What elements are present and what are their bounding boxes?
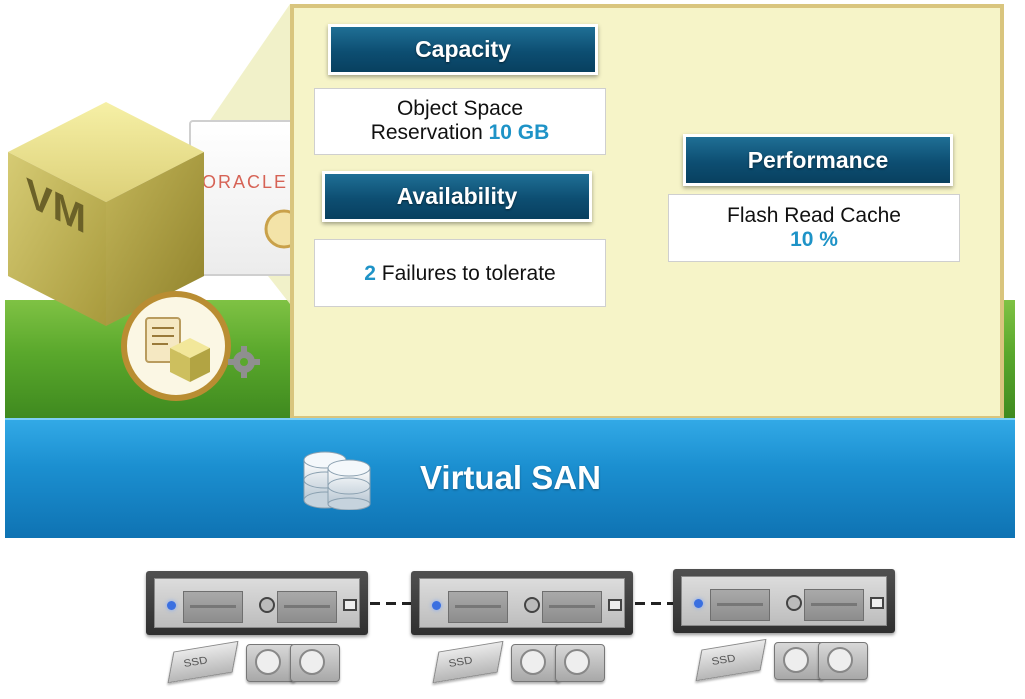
server-front-panel xyxy=(419,578,625,628)
availability-header: Availability xyxy=(322,171,592,222)
availability-value: 2 xyxy=(364,262,376,285)
availability-suffix: Failures to tolerate xyxy=(375,262,556,285)
ssd-label: SSD xyxy=(182,654,209,670)
knob-icon xyxy=(786,595,802,611)
vm-cube-icon: VM xyxy=(8,102,204,326)
drive-bay xyxy=(277,591,337,623)
availability-card: 2 Failures to tolerate xyxy=(314,239,606,307)
ssd-label: SSD xyxy=(447,654,474,670)
hdd-icon xyxy=(511,644,561,682)
capacity-line2: Reservation 10 GB xyxy=(315,121,605,145)
performance-value: 10 % xyxy=(790,228,838,251)
capacity-line2-prefix: Reservation xyxy=(370,121,489,144)
hdd-icon xyxy=(555,644,605,682)
power-led-icon xyxy=(694,599,703,608)
virtual-san-label: Virtual SAN xyxy=(420,459,601,496)
drive-bay xyxy=(542,591,602,623)
performance-line1: Flash Read Cache xyxy=(727,204,901,227)
power-led-icon xyxy=(167,601,176,610)
hdd-icon xyxy=(246,644,296,682)
drive-bay xyxy=(183,591,243,623)
port-icon xyxy=(870,597,884,609)
ssd-icon: SSD xyxy=(167,640,239,684)
hdd-icon xyxy=(774,642,824,680)
ssd-icon: SSD xyxy=(695,638,767,682)
port-icon xyxy=(608,599,622,611)
server-1 xyxy=(146,571,368,635)
oracle-app-card xyxy=(189,120,303,276)
hdd-icon xyxy=(290,644,340,682)
server-front-panel xyxy=(154,578,360,628)
server-3 xyxy=(673,569,895,633)
knob-icon xyxy=(259,597,275,613)
ssd-label: SSD xyxy=(710,652,737,668)
drive-bay xyxy=(448,591,508,623)
port-icon xyxy=(343,599,357,611)
virtual-san-bar xyxy=(5,418,1015,538)
capacity-line1: Object Space xyxy=(396,97,524,120)
server-link xyxy=(370,602,412,605)
server-front-panel xyxy=(681,576,887,626)
capacity-value: 10 GB xyxy=(488,121,550,144)
hdd-icon xyxy=(818,642,868,680)
capacity-header: Capacity xyxy=(328,24,598,75)
ssd-icon: SSD xyxy=(432,640,504,684)
server-link xyxy=(635,602,673,605)
policy-badge-icon xyxy=(121,291,260,401)
drive-bay xyxy=(710,589,770,621)
power-led-icon xyxy=(432,601,441,610)
performance-header: Performance xyxy=(683,134,953,186)
oracle-logo-text: ORACLE xyxy=(202,172,289,192)
performance-card: Flash Read Cache 10 % xyxy=(668,194,960,262)
knob-icon xyxy=(524,597,540,613)
capacity-card: Object Space Reservation 10 GB xyxy=(314,88,606,155)
datastore-icon xyxy=(303,451,371,510)
server-2 xyxy=(411,571,633,635)
drive-bay xyxy=(804,589,864,621)
